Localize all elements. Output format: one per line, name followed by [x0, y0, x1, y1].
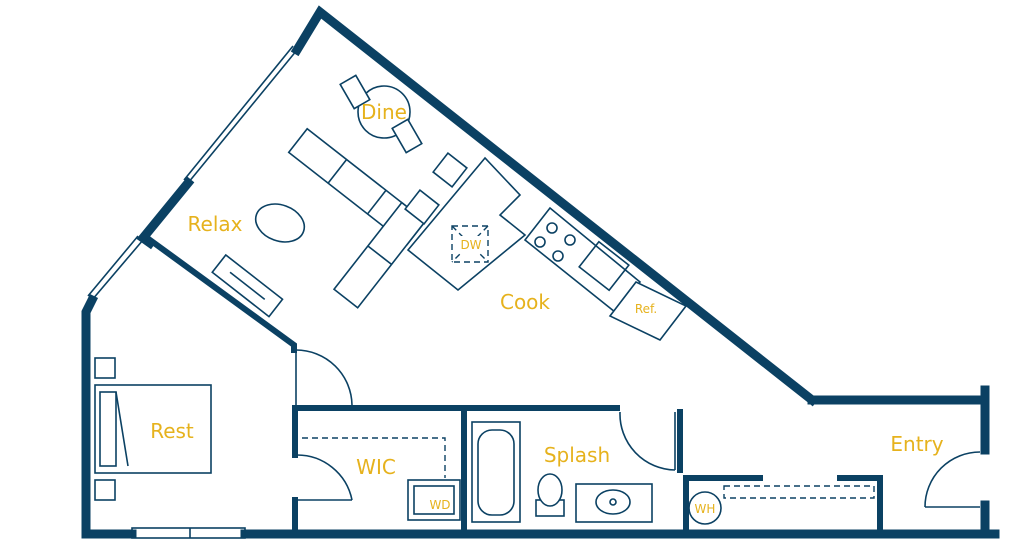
- washer-dryer: WD: [407, 479, 461, 521]
- windows: [87, 45, 298, 539]
- water-heater-label: WH: [695, 502, 716, 516]
- dining-set: [339, 74, 423, 154]
- toilet: [535, 473, 565, 517]
- exterior-walls: [81, 5, 1000, 539]
- kitchen-island: DW: [406, 156, 527, 292]
- bar-stools: [404, 152, 468, 225]
- bathtub: [471, 421, 521, 523]
- dishwasher-label: DW: [460, 238, 481, 252]
- room-label-dine: Dine: [361, 100, 407, 124]
- coffee-table: [254, 203, 306, 243]
- refrigerator: Ref.: [608, 280, 688, 342]
- doors: [295, 349, 981, 508]
- room-label-wic: WIC: [356, 455, 396, 479]
- kitchen-counter: [523, 206, 642, 314]
- room-label-splash: Splash: [544, 443, 610, 467]
- room-label-entry: Entry: [890, 432, 943, 456]
- water-heater: WH: [688, 491, 722, 525]
- washer-dryer-label: WD: [429, 498, 450, 512]
- vanity: [575, 483, 653, 523]
- bed: [94, 357, 212, 501]
- room-label-cook: Cook: [500, 290, 550, 314]
- room-labels: Dine Relax Cook Rest WIC Splash Entry: [150, 100, 944, 479]
- room-label-rest: Rest: [150, 419, 194, 443]
- room-label-relax: Relax: [188, 212, 243, 236]
- hall-closet: [723, 485, 875, 499]
- tv-console: [211, 253, 284, 318]
- interior-walls: [145, 235, 883, 537]
- sofa: [287, 127, 427, 309]
- wic-shelf: [302, 437, 446, 478]
- refrigerator-label: Ref.: [635, 302, 657, 316]
